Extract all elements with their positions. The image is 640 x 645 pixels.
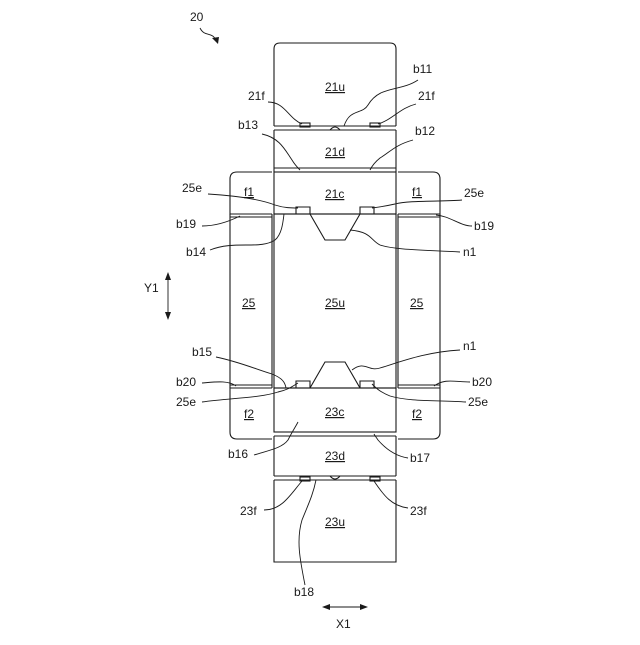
leader-21f-right xyxy=(378,104,416,124)
leader-21f-left xyxy=(268,102,302,124)
callout-21f-left: 21f xyxy=(248,89,265,103)
callout-25e-bl: 25e xyxy=(176,395,196,409)
label-f1-right: f1 xyxy=(412,185,422,199)
leader-b14 xyxy=(210,214,284,250)
label-25-left: 25 xyxy=(242,296,256,310)
callout-b11: b11 xyxy=(413,62,432,76)
leader-b12 xyxy=(370,140,413,170)
tab-n1-top xyxy=(296,207,374,240)
callout-n1-bottom: n1 xyxy=(463,339,477,353)
callout-b19-left: b19 xyxy=(176,217,196,231)
label-f2-left: f2 xyxy=(244,407,254,421)
callout-25e-br: 25e xyxy=(468,395,488,409)
callout-b15: b15 xyxy=(192,345,212,359)
arrow-x1-left xyxy=(322,604,330,610)
callout-b12: b12 xyxy=(415,124,435,138)
label-f1-left: f1 xyxy=(244,185,254,199)
callout-23f-right: 23f xyxy=(410,504,427,518)
callout-25e-tr: 25e xyxy=(464,186,484,200)
callout-b20-left: b20 xyxy=(176,375,196,389)
callout-b19-right: b19 xyxy=(474,219,494,233)
callout-b16: b16 xyxy=(228,447,248,461)
leader-n1-top xyxy=(350,230,460,252)
arrow-y1-down xyxy=(165,312,171,320)
leader-23f-left xyxy=(264,481,302,510)
callout-21f-right: 21f xyxy=(418,89,435,103)
figure-number: 20 xyxy=(190,10,204,24)
callout-23f-left: 23f xyxy=(240,504,257,518)
leader-23f-right xyxy=(374,481,408,508)
label-25-right: 25 xyxy=(410,296,424,310)
label-23c: 23c xyxy=(325,405,344,419)
callout-b20-right: b20 xyxy=(472,375,492,389)
leader-25e-bl xyxy=(202,383,298,402)
label-f2-right: f2 xyxy=(412,407,422,421)
arrow-y1-up xyxy=(165,272,171,280)
label-21d: 21d xyxy=(325,145,345,159)
label-23u: 23u xyxy=(325,515,345,529)
leader-b17 xyxy=(374,434,408,458)
leader-b19-right xyxy=(436,215,472,226)
callout-n1-top: n1 xyxy=(463,245,477,259)
label-25u: 25u xyxy=(325,296,345,310)
leader-b11 xyxy=(344,80,418,126)
label-21u: 21u xyxy=(325,80,345,94)
leader-25e-tr xyxy=(372,200,462,208)
leader-n1-bottom xyxy=(352,350,460,370)
figure-arrowhead xyxy=(212,37,219,44)
callout-y1: Y1 xyxy=(144,281,159,295)
label-21c: 21c xyxy=(325,187,344,201)
callout-x1: X1 xyxy=(336,617,351,631)
callout-b13: b13 xyxy=(238,118,258,132)
leader-b15 xyxy=(216,357,286,388)
callout-25e-tl: 25e xyxy=(182,181,202,195)
leader-b18 xyxy=(299,480,316,585)
leader-25e-br xyxy=(372,384,466,402)
arrow-x1-right xyxy=(360,604,368,610)
callout-b14: b14 xyxy=(186,245,206,259)
leader-b13 xyxy=(262,134,300,170)
callout-b17: b17 xyxy=(410,451,430,465)
label-23d: 23d xyxy=(325,449,345,463)
callout-b18: b18 xyxy=(294,585,314,599)
